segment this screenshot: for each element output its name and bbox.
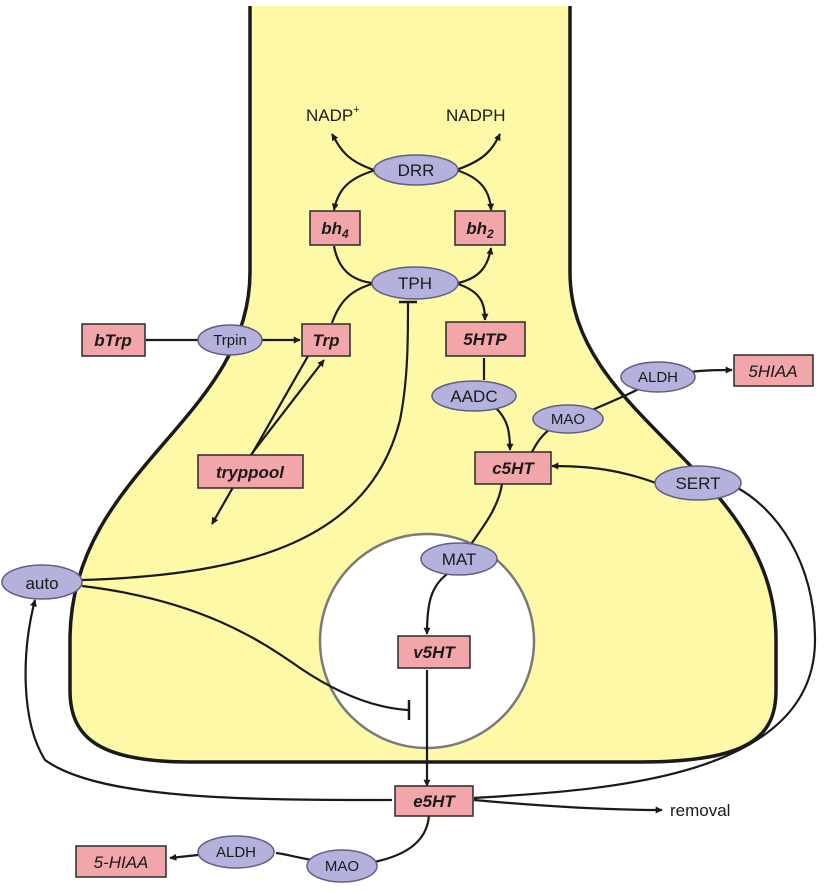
enzyme-tph: TPH: [371, 266, 459, 300]
metabolite-trp: Trp: [301, 323, 351, 357]
edge-e5ht-mao-ext: [373, 813, 431, 864]
edge-tph-bh2: [457, 247, 494, 285]
edge-tryppool-trp: [249, 359, 325, 457]
metabolite-5htp: 5HTP: [445, 321, 526, 357]
edge-drr-bh2: [455, 168, 495, 211]
edge-aldh-5hiaa-ext: [169, 853, 199, 861]
svg-text:e5HT: e5HT: [413, 792, 456, 811]
metabolite-tryppool: tryppool: [197, 454, 304, 489]
edge-e5ht-removal: [473, 798, 663, 814]
svg-text:bh2: bh2: [466, 219, 494, 241]
enzyme-mao-extracellular: MAO: [306, 849, 378, 883]
edge-bh4-tph: [332, 245, 373, 285]
svg-text:bTrp: bTrp: [94, 331, 131, 350]
enzyme-mat: MAT: [420, 542, 498, 576]
metabolite-c5ht: c5HT: [474, 451, 552, 485]
svg-text:Trpin: Trpin: [213, 332, 247, 349]
svg-text:5-HIAA: 5-HIAA: [94, 853, 149, 872]
edge-aadc-c5ht: [495, 407, 514, 451]
nadph-label: NADPH: [446, 106, 506, 125]
svg-text:DRR: DRR: [398, 161, 435, 180]
svg-text:v5HT: v5HT: [413, 643, 456, 662]
svg-text:TPH: TPH: [398, 274, 432, 293]
edges: [24, 133, 817, 864]
metabolite-bh2: bh2: [454, 210, 506, 246]
edge-c5ht-mat: [469, 483, 504, 547]
enzyme-autoreceptor: auto: [1, 564, 83, 600]
metabolite-btrp: bTrp: [81, 323, 146, 357]
enzyme-aadc: AADC: [431, 380, 517, 412]
edge-auto-inhibit-tph: [81, 301, 410, 582]
edge-trp-tryppool: [211, 355, 309, 525]
enzyme-trpin: Trpin: [197, 324, 263, 356]
removal-label: removal: [670, 801, 730, 820]
edge-sert-c5ht: [551, 462, 657, 485]
svg-text:AADC: AADC: [450, 387, 497, 406]
svg-text:5HTP: 5HTP: [463, 330, 507, 349]
presynaptic-terminal: [68, 6, 778, 764]
svg-text:MAO: MAO: [551, 411, 585, 428]
edge-e5ht-sert: [473, 486, 817, 800]
edge-auto-inhibit-release: [81, 584, 409, 712]
nadp-plus-label: NADP+: [306, 104, 360, 125]
enzymes: DRR TPH Trpin AADC MAO ALDH SERT MAT: [1, 154, 742, 883]
enzyme-sert: SERT: [654, 465, 742, 501]
svg-text:MAT: MAT: [442, 550, 477, 569]
edge-tph-5htp: [457, 282, 489, 321]
metabolite-5hiaa-cytosolic: 5HIAA: [733, 354, 814, 387]
edge-mat-v5ht: [423, 571, 451, 635]
edge-trp-tph: [330, 282, 373, 324]
enzyme-aldh-extracellular: ALDH: [197, 835, 275, 869]
metabolite-v5ht: v5HT: [397, 635, 471, 669]
svg-text:tryppool: tryppool: [216, 463, 285, 482]
enzyme-drr: DRR: [373, 154, 459, 186]
svg-text:Trp: Trp: [312, 331, 339, 350]
metabolite-bh4: bh4: [309, 210, 361, 246]
svg-text:bh4: bh4: [321, 219, 349, 241]
svg-text:ALDH: ALDH: [216, 844, 256, 861]
metabolite-e5ht: e5HT: [394, 785, 474, 817]
edge-e5ht-auto: [24, 599, 393, 802]
svg-text:MAO: MAO: [325, 858, 359, 875]
edge-mao-aldh-ext: [275, 851, 313, 862]
edge-aldh-5hiaa: [689, 366, 733, 374]
edge-drr-nadph: [455, 133, 501, 172]
metabolites: bh4 bh2 bTrp Trp 5HTP 5HIAA c5HT tryppo: [75, 210, 814, 878]
edge-drr-nadp: [331, 133, 375, 172]
enzyme-mao-cytosolic: MAO: [532, 404, 604, 434]
edge-drr-bh4: [331, 168, 377, 211]
svg-text:SERT: SERT: [675, 474, 720, 493]
svg-text:5HIAA: 5HIAA: [748, 362, 797, 381]
svg-text:c5HT: c5HT: [492, 459, 535, 478]
enzyme-aldh-cytosolic: ALDH: [620, 361, 696, 393]
metabolite-5hiaa-extracellular: 5-HIAA: [75, 845, 167, 878]
cofactor-labels: NADP+ NADPH: [306, 104, 506, 125]
svg-text:auto: auto: [25, 574, 58, 593]
svg-text:ALDH: ALDH: [638, 369, 678, 386]
